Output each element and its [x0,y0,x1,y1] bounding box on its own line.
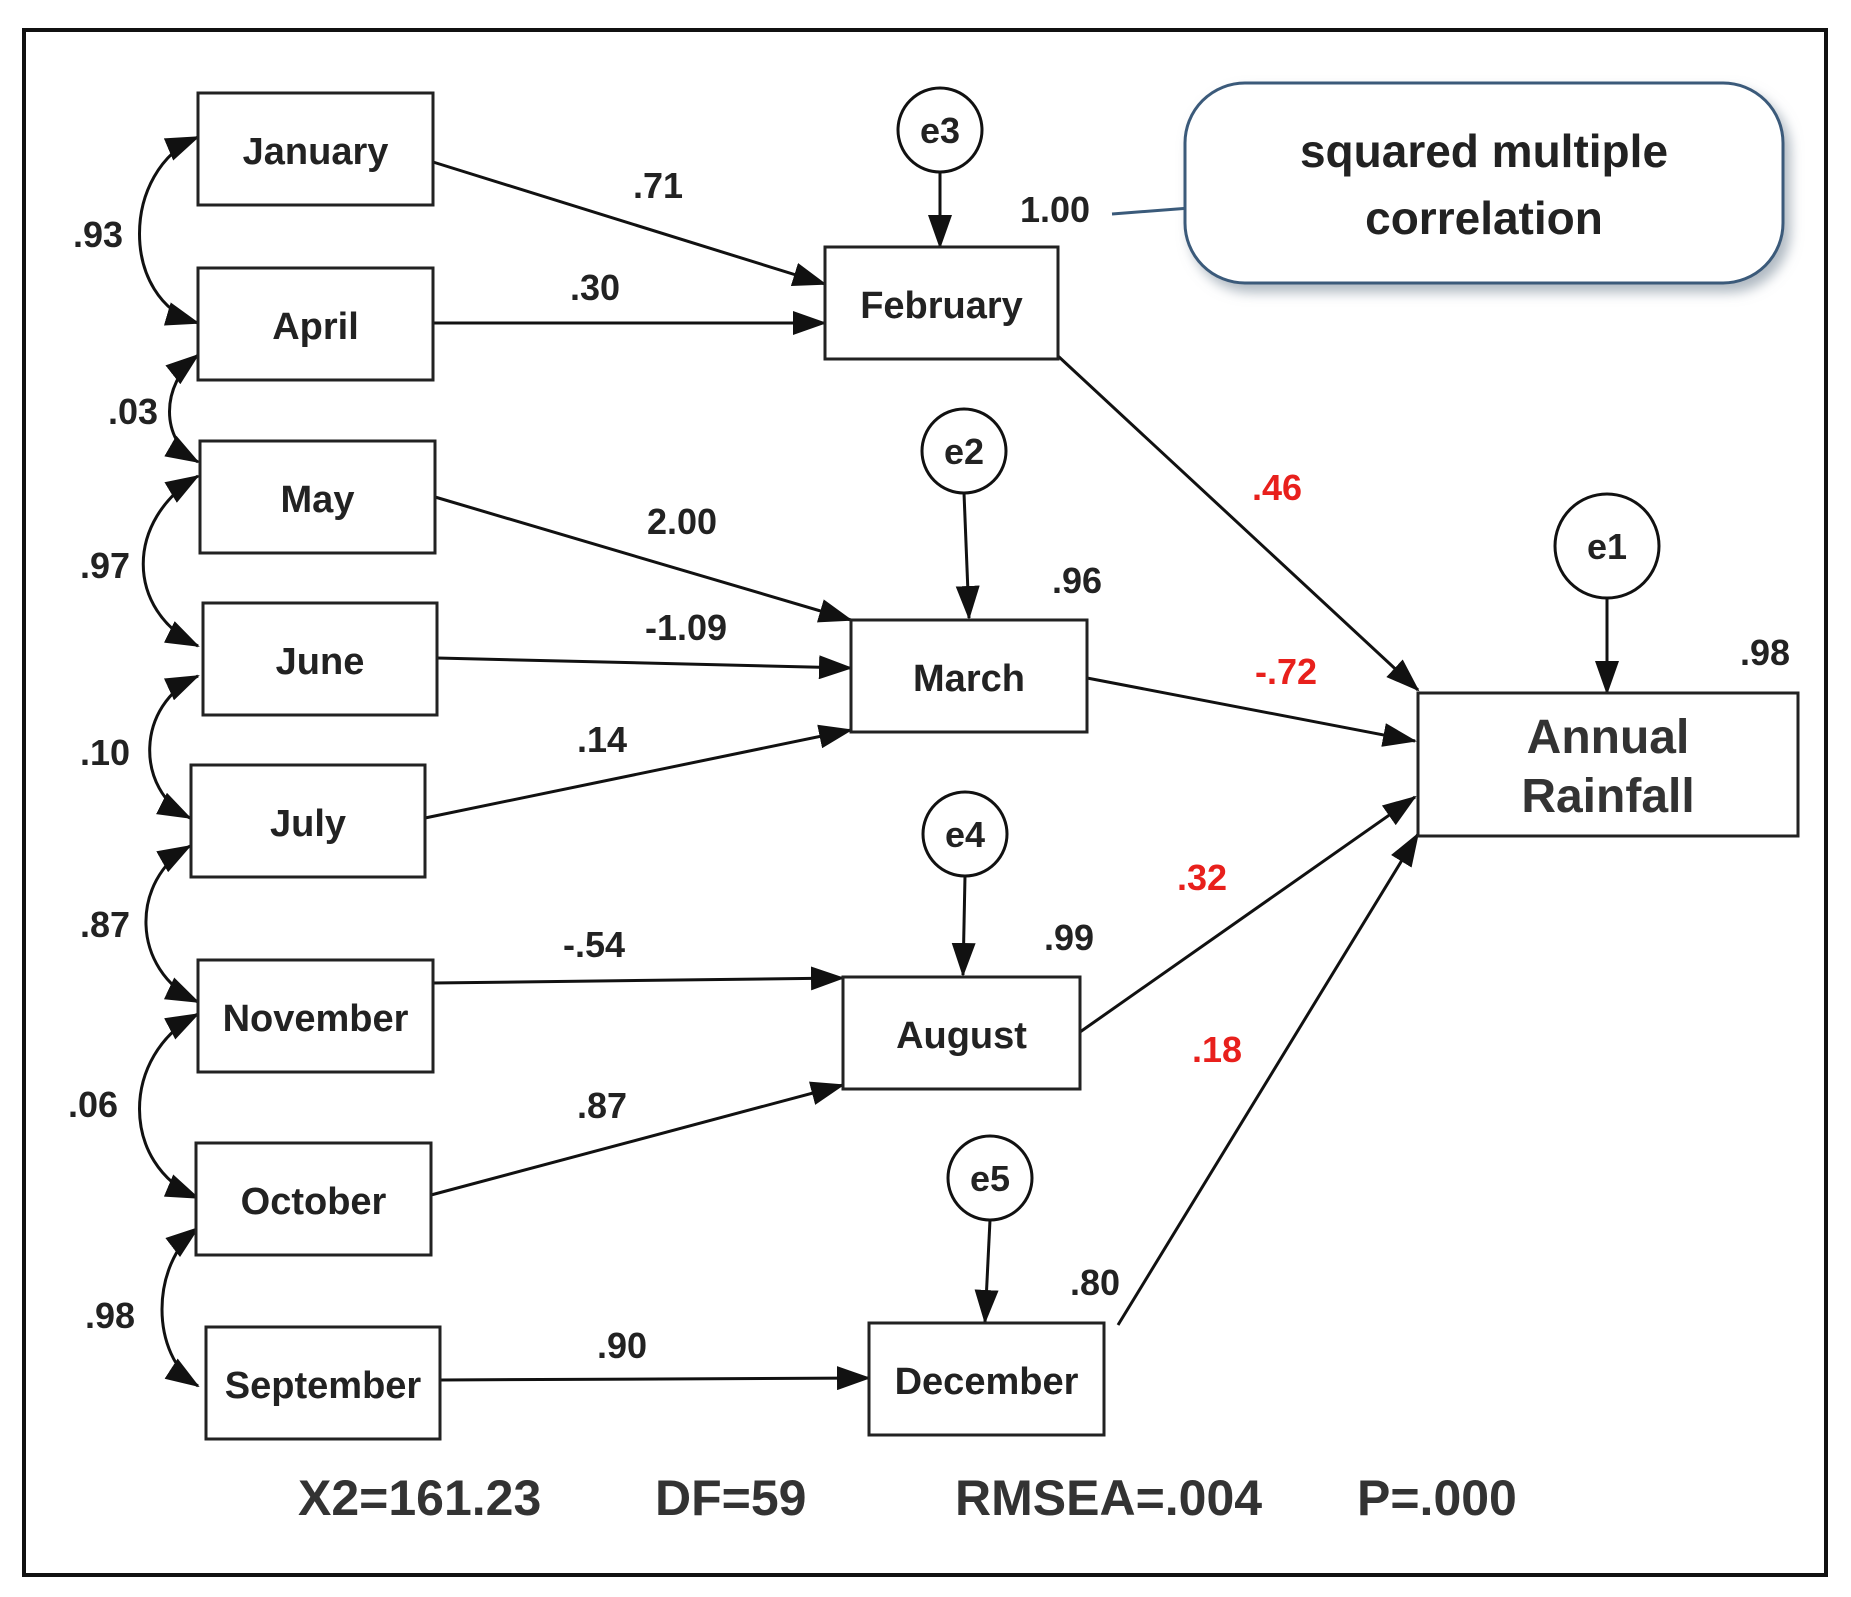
correlation-curves [138,135,200,1388]
path-labels: .71 .30 2.00 -1.09 .14 -.54 .87 .90 .46 … [563,165,1317,1366]
node-april: April [196,266,435,382]
path-sep-dec [439,1366,871,1391]
path-mar-annual [1086,676,1417,747]
corr-jul-nov [144,844,200,1004]
error-e4: e4 [921,790,1009,878]
corr-jan-apr [138,135,200,326]
error-e1-label: e1 [1587,526,1627,567]
node-november-label: November [223,998,409,1040]
path-label-aug-annual: .32 [1177,857,1227,898]
node-december: December [867,1321,1106,1437]
r2-label-march: .96 [1052,560,1102,601]
path-oct-aug [430,1081,845,1197]
node-july: July [189,763,427,879]
path-label-apr-feb: .30 [570,267,620,308]
fit-statistics: X2=161.23 DF=59 RMSEA=.004 P=.000 [298,1470,1517,1526]
node-july-label: July [270,803,346,845]
node-annual-rainfall: Annual Rainfall [1416,691,1800,838]
corr-apr-may [164,353,200,464]
path-may-mar [434,495,853,623]
stat-chi2: X2=161.23 [298,1470,541,1526]
corr-label-nov-oct: .06 [68,1084,118,1125]
corr-nov-oct [138,1012,200,1200]
node-march: March [849,618,1089,734]
node-october: October [194,1141,433,1257]
r-squared-labels: 1.00 .96 .99 .80 .98 [1020,189,1790,1303]
corr-label-jan-apr: .93 [73,214,123,255]
callout-squared-multiple-correlation: squared multiple correlation [1183,81,1785,285]
node-september: September [204,1325,442,1441]
path-jun-mar [436,655,853,680]
r2-label-august: .99 [1044,917,1094,958]
corr-label-apr-may: .03 [108,391,158,432]
path-label-dec-annual: .18 [1192,1029,1242,1070]
corr-label-jun-jul: .10 [80,732,130,773]
r2-label-february: 1.00 [1020,189,1090,230]
annual-rainfall-label-line2: Rainfall [1521,770,1694,823]
error-e5-label: e5 [970,1158,1010,1199]
node-august: August [841,975,1082,1091]
corr-label-jul-nov: .87 [80,904,130,945]
path-label-may-mar: 2.00 [647,501,717,542]
node-november: November [196,958,435,1074]
stat-df: DF=59 [655,1470,806,1526]
path-jul-mar [424,724,853,820]
node-april-label: April [272,306,359,348]
node-october-label: October [241,1181,387,1223]
path-nov-aug [432,966,845,991]
error-e2-label: e2 [944,431,984,472]
stat-rmsea: RMSEA=.004 [955,1470,1262,1526]
path-label-jan-feb: .71 [633,165,683,206]
path-dec-annual [1116,832,1420,1326]
error-e5: e5 [946,1134,1034,1222]
path-jan-feb [432,160,827,286]
path-arrows [424,160,1619,1391]
node-february: February [823,245,1060,361]
path-e4-aug [951,875,976,977]
corr-jun-jul [148,674,200,820]
r2-label-december: .80 [1070,1262,1120,1303]
node-august-label: August [896,1015,1027,1057]
node-june-label: June [276,641,365,683]
path-feb-annual [1056,354,1420,692]
callout-line2: correlation [1365,192,1603,244]
stat-p: P=.000 [1357,1470,1517,1526]
path-label-oct-aug: .87 [577,1085,627,1126]
path-label-jun-mar: -1.09 [645,607,727,648]
annual-rainfall-label-line1: Annual [1527,711,1690,764]
path-label-feb-annual: .46 [1252,467,1302,508]
node-january-label: January [243,131,389,173]
corr-oct-sep [160,1226,200,1388]
corr-label-oct-sep: .98 [85,1295,135,1336]
node-march-label: March [913,658,1025,700]
path-e5-dec [974,1219,999,1324]
callout-line1: squared multiple [1300,125,1668,177]
corr-may-jun [141,474,200,648]
path-e2-mar [955,492,980,620]
node-december-label: December [895,1361,1079,1403]
error-e3: e3 [896,86,984,174]
path-label-sep-dec: .90 [597,1325,647,1366]
error-e4-label: e4 [945,814,985,855]
path-aug-annual [1079,795,1417,1034]
error-e3-label: e3 [920,110,960,151]
r2-label-annual: .98 [1740,632,1790,673]
error-e1: e1 [1553,492,1661,600]
path-label-nov-aug: -.54 [563,924,625,965]
node-june: June [201,601,439,717]
outer-frame [22,28,1828,1577]
node-february-label: February [860,285,1023,327]
node-september-label: September [225,1365,422,1407]
error-e2: e2 [920,407,1008,495]
callout-pointer [1111,206,1191,216]
node-may: May [198,439,437,555]
node-january: January [196,91,435,207]
path-label-mar-annual: -.72 [1255,651,1317,692]
correlation-labels: .93 .03 .97 .10 .87 .06 .98 [68,214,158,1336]
corr-label-may-jun: .97 [80,545,130,586]
path-label-jul-mar: .14 [577,719,627,760]
node-may-label: May [281,479,355,521]
